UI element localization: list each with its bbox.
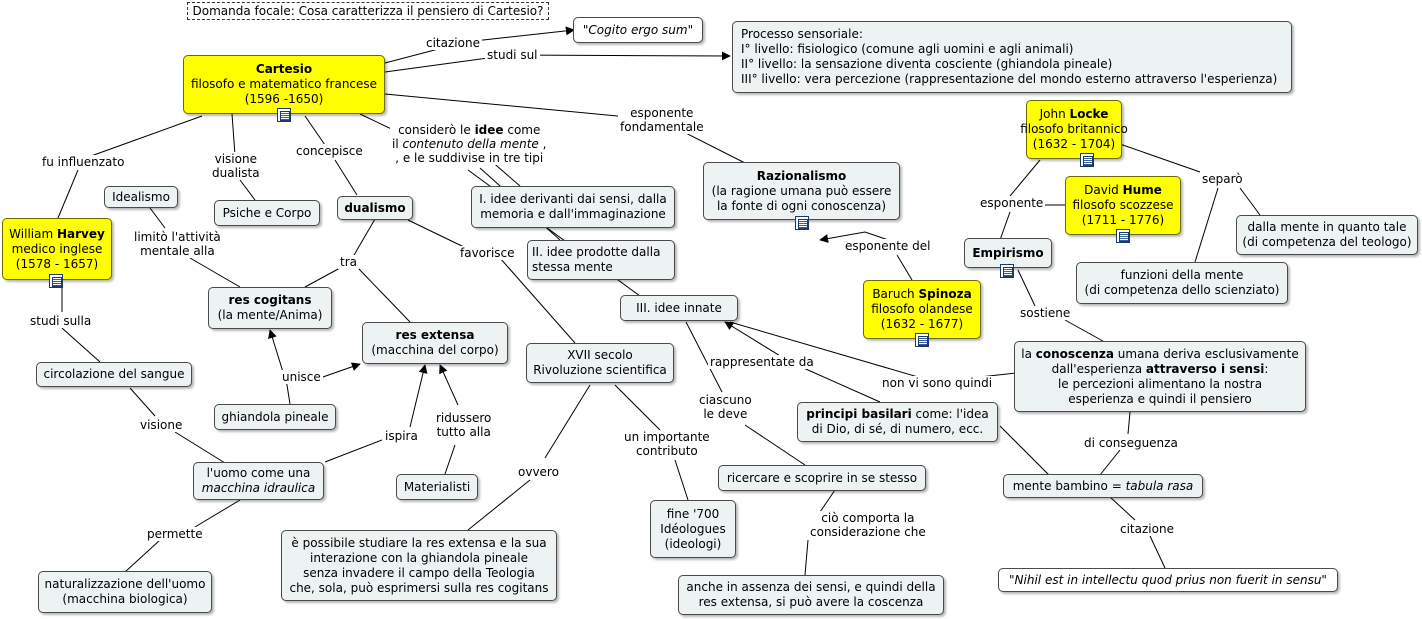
link-label-di-conseguenza: di conseguenza bbox=[1082, 436, 1180, 450]
node-mente-teologo[interactable]: dalla mente in quanto tale (di competenz… bbox=[1236, 215, 1418, 255]
link-label-fu-influenzato: fu influenzato bbox=[40, 155, 127, 169]
node-processo-sensoriale[interactable]: Processo sensoriale: I° livello: fisiolo… bbox=[732, 21, 1292, 93]
node-idee-innate[interactable]: III. idee innate bbox=[620, 295, 738, 321]
node-spinoza[interactable]: Baruch Spinoza filosofo olandese (1632 -… bbox=[863, 280, 981, 339]
link-label-rappresentate-da: rappresentate da bbox=[708, 355, 816, 369]
node-dualismo[interactable]: dualismo bbox=[337, 196, 413, 220]
link-label-considero: considerò le idee come il contenuto dell… bbox=[390, 123, 549, 165]
resource-icon[interactable] bbox=[1000, 264, 1014, 278]
focus-question: Domanda focale: Cosa caratterizza il pen… bbox=[187, 2, 549, 20]
resource-icon[interactable] bbox=[1116, 229, 1130, 243]
harvey-name: William Harvey bbox=[9, 226, 105, 241]
link-label-non-vi-sono: non vi sono quindi bbox=[880, 376, 995, 390]
hume-name: David Hume bbox=[1084, 183, 1162, 197]
node-nihil-quote[interactable]: "Nihil est in intellectu quod prius non … bbox=[998, 568, 1338, 592]
link-label-concepisce: concepisce bbox=[294, 144, 365, 158]
resource-icon[interactable] bbox=[795, 216, 809, 230]
link-label-esponente: esponente bbox=[978, 196, 1046, 210]
node-res-extensa[interactable]: res extensa (macchina del corpo) bbox=[362, 322, 508, 364]
link-label-esponente-fondamentale: esponente fondamentale bbox=[618, 106, 706, 134]
link-label-visione-dualista: visione dualista bbox=[210, 152, 262, 180]
spinoza-name: Baruch Spinoza bbox=[872, 287, 972, 301]
node-idealismo[interactable]: Idealismo bbox=[104, 186, 178, 208]
link-label-limito: limitò l'attività mentale alla bbox=[132, 230, 223, 258]
link-label-un-importante: un importante contributo bbox=[622, 430, 712, 458]
resource-icon[interactable] bbox=[49, 274, 63, 288]
link-label-ispira: ispira bbox=[383, 429, 420, 443]
node-locke[interactable]: John Locke filosofo britannico (1632 - 1… bbox=[1020, 100, 1128, 159]
node-xvii-secolo[interactable]: XVII secolo Rivoluzione scientifica bbox=[526, 343, 674, 383]
node-psiche-corpo[interactable]: Psiche e Corpo bbox=[214, 200, 320, 226]
node-cogito[interactable]: "Cogito ergo sum" bbox=[573, 17, 703, 43]
node-principi-basilari[interactable]: principi basilari come: l'idea di Dio, d… bbox=[797, 402, 998, 442]
node-funzioni-mente[interactable]: funzioni della mente (di competenza dell… bbox=[1076, 262, 1288, 304]
link-label-unisce: unisce bbox=[280, 370, 323, 384]
link-label-permette: permette bbox=[145, 527, 205, 541]
link-label-visione: visione bbox=[138, 418, 185, 432]
node-naturalizzazione[interactable]: naturalizzazione dell'uomo (macchina bio… bbox=[38, 571, 212, 613]
link-label-ridussero: ridussero tutto alla bbox=[434, 411, 494, 439]
node-materialisti[interactable]: Materialisti bbox=[396, 474, 478, 500]
link-label-esponente-del: esponente del bbox=[843, 239, 933, 253]
node-empirismo[interactable]: Empirismo bbox=[964, 238, 1052, 268]
node-res-cogitans[interactable]: res cogitans (la mente/Anima) bbox=[208, 287, 332, 329]
conoscenza-line-1: la conoscenza umana deriva esclusivament… bbox=[1021, 346, 1299, 361]
node-conoscenza[interactable]: la conoscenza umana deriva esclusivament… bbox=[1014, 341, 1306, 412]
node-idee-sensi[interactable]: I. idee derivanti dai sensi, dalla memor… bbox=[471, 186, 675, 228]
link-label-citazione: citazione bbox=[424, 36, 482, 50]
tabula-rasa-text: mente bambino = tabula rasa bbox=[1012, 478, 1194, 493]
cartesio-name: Cartesio bbox=[255, 62, 313, 76]
node-ricercare[interactable]: ricercare e scoprire in se stesso bbox=[718, 465, 926, 491]
node-studiare-res-extensa[interactable]: è possibile studiare la res extensa e la… bbox=[281, 530, 557, 601]
link-label-favorisce: favorisce bbox=[458, 246, 517, 260]
node-ideologues[interactable]: fine '700 Idéologues (ideologi) bbox=[650, 500, 736, 558]
node-harvey[interactable]: William Harvey medico inglese (1578 - 16… bbox=[2, 218, 112, 280]
link-label-citazione-nihil: citazione bbox=[1118, 522, 1176, 536]
link-label-ciascuno: ciascuno le deve bbox=[697, 393, 754, 421]
considero-line-1: considerò le idee come bbox=[398, 123, 541, 137]
node-idee-mente[interactable]: II. idee prodotte dalla stessa mente bbox=[527, 240, 675, 280]
node-tabula-rasa[interactable]: mente bambino = tabula rasa bbox=[1003, 474, 1203, 498]
resource-icon[interactable] bbox=[915, 333, 929, 347]
link-label-cio-comporta: ciò comporta la considerazione che bbox=[808, 511, 928, 539]
link-label-studi-sulla: studi sulla bbox=[28, 314, 94, 328]
cartesio-role: filosofo e matematico francese bbox=[190, 77, 378, 91]
node-cartesio[interactable]: Cartesio filosofo e matematico francese … bbox=[183, 55, 385, 114]
principi-line-1: principi basilari come: l'idea bbox=[806, 407, 989, 421]
link-label-studi-sul: studi sul bbox=[485, 48, 540, 62]
node-razionalismo[interactable]: Razionalismo (la ragione umana può esser… bbox=[703, 162, 900, 220]
link-label-ovvero: ovvero bbox=[516, 465, 561, 479]
node-uomo-macchina[interactable]: l'uomo come una macchina idraulica bbox=[193, 462, 324, 500]
link-label-tra: tra bbox=[338, 255, 359, 269]
resource-icon[interactable] bbox=[1080, 153, 1094, 167]
cartesio-years: (1596 -1650) bbox=[244, 92, 324, 106]
conoscenza-line-2: dall'esperienza attraverso i sensi: bbox=[1051, 361, 1269, 376]
node-hume[interactable]: David Hume filosofo scozzese (1711 - 177… bbox=[1065, 176, 1181, 235]
node-assenza-sensi[interactable]: anche in assenza dei sensi, e quindi del… bbox=[678, 575, 944, 615]
link-label-sostiene: sostiene bbox=[1018, 306, 1073, 320]
resource-icon[interactable] bbox=[277, 108, 291, 122]
locke-name: John Locke bbox=[1039, 107, 1109, 121]
node-circolazione[interactable]: circolazione del sangue bbox=[36, 362, 192, 387]
link-label-separo: separò bbox=[1200, 172, 1245, 186]
node-ghiandola-pineale[interactable]: ghiandola pineale bbox=[214, 404, 336, 430]
considero-line-2: il contenuto della mente , bbox=[392, 137, 547, 151]
